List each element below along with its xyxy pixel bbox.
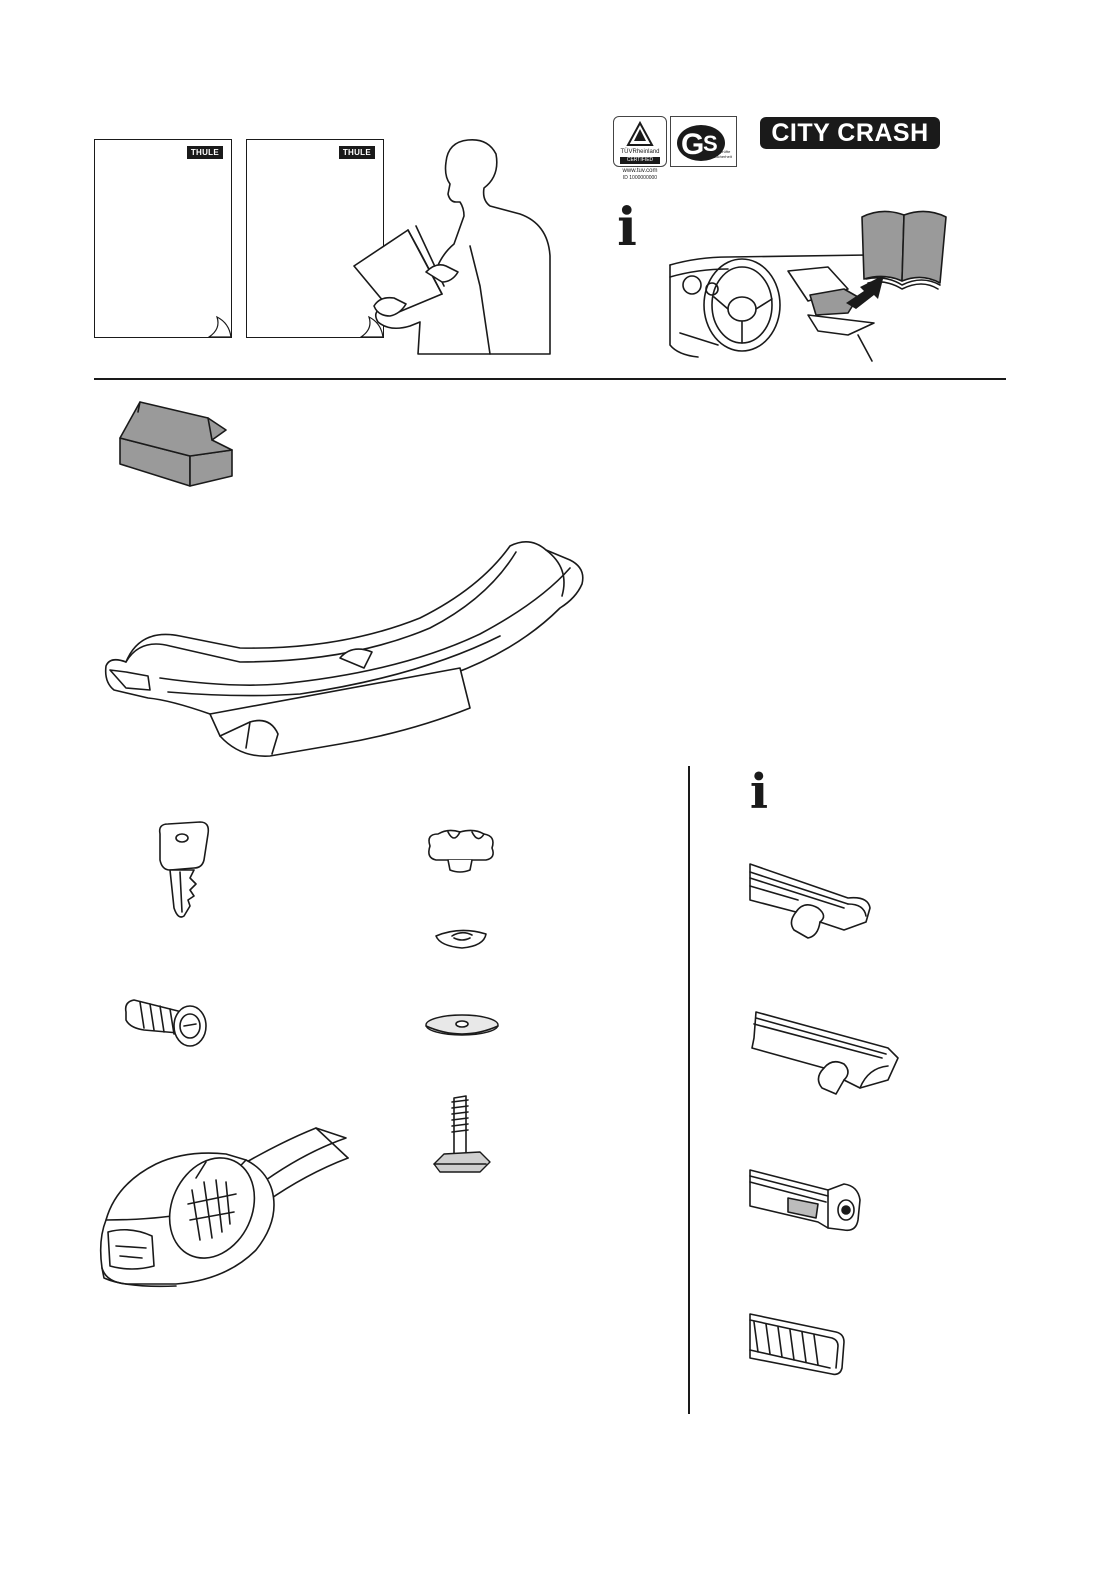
tuv-url: www.tuv.com: [612, 168, 668, 175]
person-reading-manual-icon: [350, 136, 560, 358]
tuv-triangle-icon: [614, 121, 666, 149]
store-manual-in-glovebox-icon: [668, 205, 953, 365]
manual-brand-logo: THULE: [187, 146, 223, 159]
page-curl-icon: [207, 313, 233, 339]
gs-sublabel: geprüfte Sicherheit: [711, 149, 735, 159]
t-bolt-icon: [430, 1092, 494, 1176]
instruction-manual-1: THULE: [94, 139, 232, 338]
flat-washer-icon: [422, 1012, 502, 1038]
city-crash-badge: CITY CRASH: [760, 117, 940, 149]
gs-logo-icon: G S: [671, 117, 735, 167]
column-divider: [688, 766, 690, 1414]
tuv-label: TÜVRheinland: [614, 149, 666, 156]
gs-safety-mark: G S geprüfte Sicherheit: [670, 116, 737, 167]
tuv-id: ID 1000000000: [612, 175, 668, 182]
bracket-with-bar-icon: [96, 1120, 352, 1290]
wing-bar-icon: [748, 856, 874, 938]
kayak-cradle-icon: [100, 538, 590, 762]
slotted-bar-icon: [748, 1008, 904, 1096]
square-bar-icon: [748, 1312, 848, 1380]
info-icon: i: [612, 202, 642, 254]
key-icon: [154, 820, 214, 922]
lock-cylinder-icon: [120, 994, 212, 1050]
svg-text:G: G: [681, 128, 704, 161]
tuv-certified-label: CERTIFIED: [620, 157, 660, 164]
section-divider: [94, 378, 1006, 380]
bar-with-end-cap-icon: [748, 1164, 866, 1238]
star-knob-icon: [424, 826, 498, 874]
info-icon-2: i: [744, 766, 774, 818]
curved-washer-icon: [432, 926, 490, 950]
tuv-certification-badge: TÜVRheinland CERTIFIED: [613, 116, 667, 167]
package-box-icon: [116, 398, 236, 490]
